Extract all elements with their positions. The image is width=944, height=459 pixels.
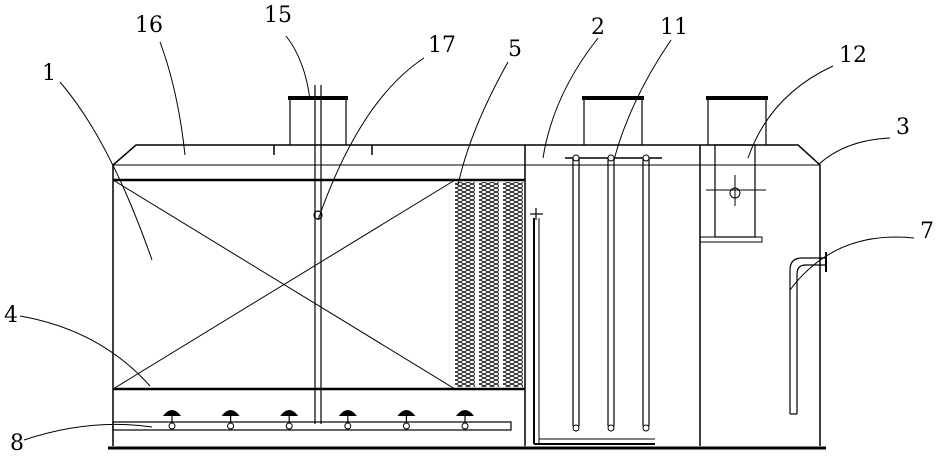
electrode-rods	[565, 154, 662, 432]
label-7: 7	[920, 219, 934, 244]
inlet-pipe-chamber2	[530, 208, 655, 445]
leader-15	[285, 35, 311, 101]
lid-studs	[273, 145, 373, 155]
fan-12	[699, 144, 766, 243]
chimney-electrolysis	[582, 96, 644, 145]
aerators	[163, 410, 474, 430]
leader-11	[613, 39, 672, 161]
filler-box	[112, 178, 525, 391]
label-16: 16	[135, 13, 163, 38]
leader-5	[457, 61, 509, 186]
aerator	[456, 410, 474, 430]
electrode-rod	[607, 154, 615, 432]
filler-column	[479, 182, 499, 387]
electrode-rod	[642, 154, 650, 432]
label-5: 5	[508, 37, 522, 62]
leader-2	[542, 37, 599, 159]
leader-8	[23, 423, 153, 441]
aerator	[221, 410, 240, 430]
label-3: 3	[896, 115, 910, 140]
leader-7	[789, 236, 915, 291]
leader-12	[747, 65, 834, 159]
label-2: 2	[591, 15, 605, 40]
filler-column	[503, 182, 523, 387]
leader-16	[159, 41, 186, 156]
tank-outline	[112, 144, 821, 446]
aerator	[280, 410, 299, 430]
label-4: 4	[4, 303, 18, 328]
label-15: 15	[264, 3, 292, 28]
leader-lines	[19, 35, 915, 441]
aeration-pipe	[112, 421, 512, 431]
leader-17	[317, 57, 425, 221]
chimney-12	[706, 96, 768, 145]
vertical-pipe-17	[313, 85, 323, 424]
biofilm-filler	[455, 182, 523, 387]
outlet-pipe-7	[789, 252, 827, 415]
chimney-15	[288, 96, 348, 145]
label-1: 1	[42, 61, 56, 86]
label-8: 8	[10, 431, 24, 456]
aerator	[338, 410, 357, 430]
label-11: 11	[660, 15, 688, 40]
leader-1	[59, 81, 153, 261]
label-17: 17	[428, 33, 456, 58]
leader-3	[817, 137, 891, 166]
aerator	[163, 410, 181, 430]
electrode-rod	[572, 154, 580, 432]
label-12: 12	[839, 43, 867, 68]
leader-4	[19, 315, 151, 387]
filler-column	[455, 182, 475, 387]
labels: 16 15 17 5 2 11 12 3 7 1 4 8	[4, 3, 934, 456]
aerator	[397, 410, 416, 430]
